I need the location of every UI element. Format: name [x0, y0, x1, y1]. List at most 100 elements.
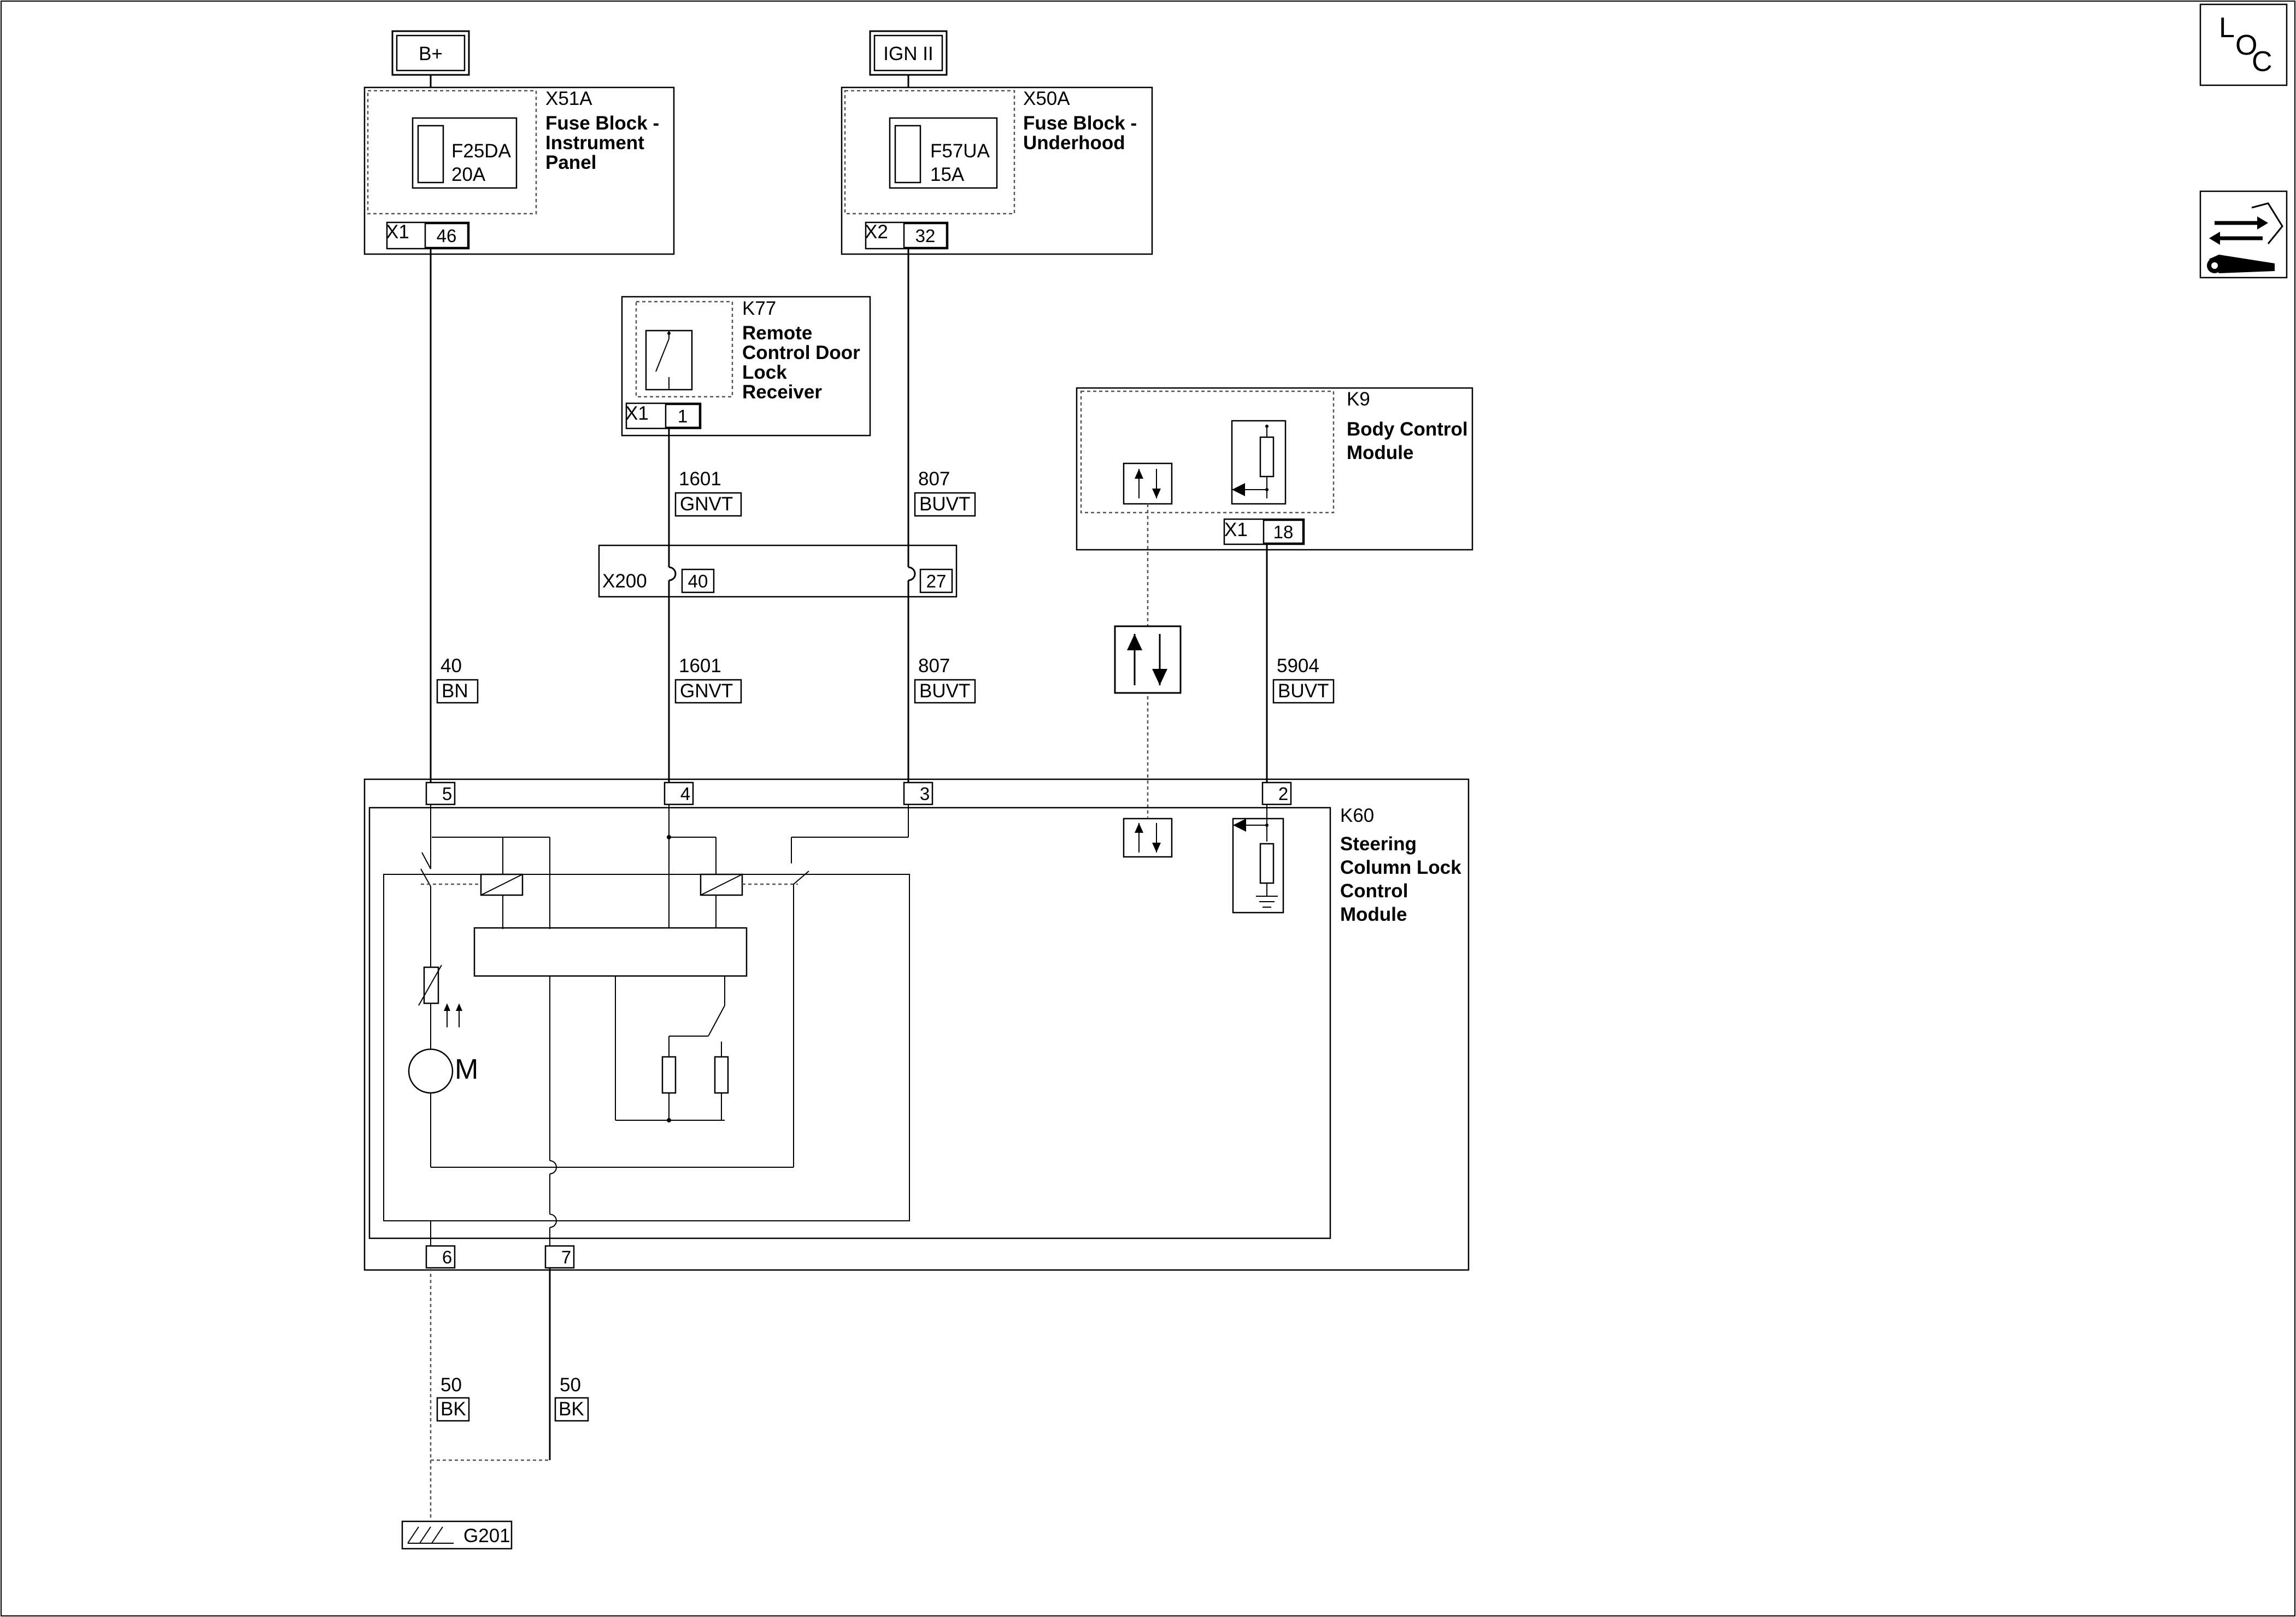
- fuse-element-icon: [417, 125, 444, 184]
- wire-color: BUVT: [1278, 680, 1329, 702]
- k77-name-3: Lock: [742, 362, 787, 383]
- wire-num: 807: [918, 468, 950, 490]
- ground-g201: G201: [401, 1520, 513, 1550]
- k9-pin: 18: [1273, 522, 1294, 542]
- k9-id: K9: [1347, 389, 1370, 410]
- k77-id: K77: [742, 298, 776, 319]
- g201-label: G201: [463, 1525, 510, 1547]
- location-button[interactable]: L O C: [2199, 3, 2288, 86]
- resistor-icon: [661, 1056, 677, 1094]
- control-logic-block: [473, 927, 748, 977]
- wire-num: 5904: [1277, 655, 1319, 677]
- loc-o-glyph: O: [2235, 30, 2257, 61]
- module-k9: K9 Body Control Module X1 18: [1076, 387, 1473, 551]
- module-k77: K77 Remote Control Door Lock Receiver X1…: [621, 296, 871, 437]
- loc-c-glyph: C: [2252, 46, 2272, 78]
- wire-color: BN: [442, 680, 468, 702]
- wire-label-1601: 1601 GNVT: [674, 655, 742, 704]
- ign-label: IGN II: [883, 43, 933, 64]
- k60-pin-6: 6: [442, 1247, 452, 1267]
- loc-l-glyph: L: [2219, 12, 2235, 44]
- k60-name-4: Module: [1340, 904, 1407, 925]
- ground-hatch-icon: [407, 1526, 454, 1544]
- wire-label-50-b: 50 BK: [554, 1374, 589, 1422]
- bidirectional-arrow-icon: [1123, 818, 1173, 858]
- resistor-icon: [714, 1056, 729, 1094]
- f57ua-name: F57UA: [930, 140, 990, 162]
- wire-color: GNVT: [680, 680, 733, 702]
- k77-pin: 1: [678, 406, 688, 426]
- fuse-f57ua: [889, 117, 998, 189]
- x51a-id: X51A: [545, 88, 592, 109]
- k60-pin-7: 7: [561, 1247, 571, 1267]
- wire-label-807: 807 BUVT: [914, 655, 976, 704]
- k60-pin-4: 4: [680, 784, 690, 804]
- x50a-pin: 32: [915, 226, 936, 246]
- k9-conn: X1: [1224, 519, 1248, 540]
- wire-num: 807: [918, 655, 950, 677]
- k60-pin-3: 3: [920, 784, 930, 804]
- k60-id: K60: [1340, 805, 1374, 826]
- wire-num: 50: [560, 1374, 581, 1396]
- wire-color: BK: [559, 1398, 584, 1420]
- k60-name-1: Steering: [1340, 833, 1417, 855]
- wire-num: 40: [441, 655, 462, 677]
- x200-pin-27: 27: [926, 571, 947, 591]
- module-k60: 5 4 3 2 6 7 K60 Steering Column Lock Con…: [363, 778, 1470, 1271]
- pullup-resistor-icon: [1231, 420, 1287, 505]
- k60-pin-2: 2: [1278, 784, 1288, 804]
- x51a-name-1: Fuse Block -: [545, 113, 659, 134]
- transfer-arrows-wrench-icon[interactable]: [2199, 190, 2288, 279]
- k77-name-2: Control Door: [742, 342, 860, 363]
- wire-num: 50: [441, 1374, 462, 1396]
- power-ign: IGN II: [869, 30, 948, 76]
- k77-conn: X1: [625, 403, 649, 424]
- x51a-pin: 46: [437, 226, 457, 246]
- wire-label-1601-top: 1601 GNVT: [674, 468, 742, 517]
- wire-label-5904: 5904 BUVT: [1272, 655, 1335, 704]
- x51a-conn: X1: [386, 221, 409, 243]
- fuse-element-icon: [894, 125, 921, 184]
- fuse-block-x50a: X50A Fuse Block - Underhood F57UA 15A X2…: [841, 86, 1153, 255]
- x50a-name-1: Fuse Block -: [1023, 113, 1137, 134]
- x50a-name-2: Underhood: [1023, 132, 1125, 154]
- f25da-rating: 20A: [451, 164, 486, 185]
- k77-name-1: Remote: [742, 322, 812, 344]
- power-bplus: B+: [391, 30, 470, 76]
- k60-name-3: Control: [1340, 880, 1408, 902]
- bplus-label: B+: [419, 43, 443, 64]
- wire-color: GNVT: [680, 493, 733, 515]
- motor-icon: [408, 1048, 454, 1094]
- position-sensor-icon: [423, 966, 439, 1004]
- x51a-name-2: Instrument: [545, 132, 644, 154]
- f25da-name: F25DA: [451, 140, 512, 162]
- x200-id: X200: [602, 571, 647, 592]
- x200-pin-40: 40: [688, 571, 708, 591]
- wire-label-40: 40 BN: [436, 655, 479, 704]
- k60-name-2: Column Lock: [1340, 857, 1461, 878]
- k9-name-1: Body Control: [1347, 419, 1468, 440]
- connector-x200: X200 40 27: [598, 544, 958, 598]
- wire-label-50-a: 50 BK: [436, 1374, 470, 1422]
- wire-label-807-top: 807 BUVT: [914, 468, 976, 517]
- fuse-block-x51a: X51A Fuse Block - Instrument Panel F25DA…: [363, 86, 675, 255]
- wire-num: 1601: [679, 655, 721, 677]
- pulldown-resistor-icon: [1232, 818, 1284, 914]
- wire-color: BUVT: [919, 680, 970, 702]
- wire-color: BUVT: [919, 493, 970, 515]
- x51a-name-3: Panel: [545, 152, 596, 173]
- k60-pin-5: 5: [442, 784, 452, 804]
- fuse-f25da: [412, 117, 518, 189]
- motor-label: M: [455, 1054, 478, 1085]
- x50a-id: X50A: [1023, 88, 1070, 109]
- f57ua-rating: 15A: [930, 164, 965, 185]
- bidirectional-arrow-icon: [1123, 462, 1173, 505]
- k77-name-4: Receiver: [742, 381, 822, 403]
- wire-num: 1601: [679, 468, 721, 490]
- serial-data-icon: [1114, 625, 1182, 694]
- x50a-conn: X2: [865, 221, 888, 243]
- wire-color: BK: [441, 1398, 466, 1420]
- k9-name-2: Module: [1347, 442, 1413, 463]
